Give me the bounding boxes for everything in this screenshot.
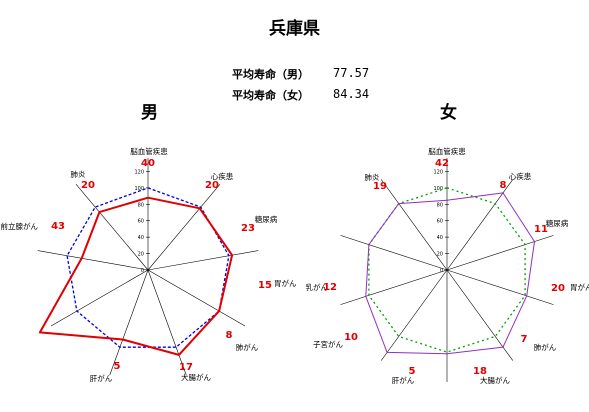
page-title: 兵庫県: [269, 19, 320, 39]
data-point: [218, 310, 220, 312]
rank-label: 20: [81, 180, 95, 191]
life-expectancy-female-value: 84.34: [333, 87, 370, 101]
radar-spoke: [446, 269, 554, 305]
radar-spoke: [340, 235, 448, 271]
radar-tick-label: 60: [138, 219, 144, 225]
radar-spoke: [109, 269, 149, 376]
life-expectancy-male-value: 77.57: [333, 66, 370, 80]
radar-spoke: [446, 269, 514, 361]
rank-label: 7: [521, 334, 528, 345]
data-point: [80, 257, 83, 260]
rank-label: 20: [551, 283, 565, 294]
radar-spoke: [380, 269, 448, 361]
female-heading: 女: [440, 103, 457, 123]
rank-label: 8: [500, 180, 507, 191]
male-heading: 男: [141, 103, 158, 123]
data-point: [368, 243, 370, 246]
data-point: [386, 351, 388, 354]
radar-tick-label: 0: [141, 268, 144, 274]
radar-spoke: [147, 184, 221, 271]
axis-label: 心疾患: [509, 171, 532, 181]
radar-tick-label: 0: [440, 268, 443, 274]
axis-label: 肝がん: [90, 373, 113, 383]
radar-spoke: [380, 179, 448, 271]
data-polygon: [365, 192, 535, 355]
axis-label: 乳がん: [306, 282, 329, 292]
axis-label: 糖尿病: [255, 214, 278, 224]
data-point: [525, 295, 528, 297]
radar-tick-label: 40: [138, 235, 144, 241]
data-point: [446, 352, 448, 355]
rank-label: 12: [323, 282, 337, 293]
axis-label: 肺がん: [236, 342, 259, 352]
radar-tick-label: 120: [134, 169, 144, 175]
data-point: [147, 196, 149, 199]
data-point: [502, 192, 504, 194]
radar-tick-label: 120: [433, 169, 443, 175]
axis-label: 大腸がん: [480, 375, 510, 385]
axis-label: 前立腺がん: [1, 221, 39, 231]
rank-label: 15: [258, 280, 272, 291]
axis-label: 心疾患: [211, 171, 234, 181]
radar-tick-label: 20: [138, 252, 144, 258]
radar-tick-label: 80: [138, 202, 144, 208]
radar-tick-label: 100: [134, 186, 144, 192]
data-polygon: [38, 196, 234, 356]
axis-label: 大腸がん: [181, 372, 211, 382]
life-expectancy-male-label: 平均寿命（男）: [232, 68, 309, 81]
data-point: [364, 295, 367, 298]
data-point: [39, 331, 41, 334]
radar-tick-label: 20: [437, 252, 443, 258]
data-point: [121, 338, 124, 341]
axis-label: 肺がん: [534, 342, 557, 352]
radar-spoke: [147, 250, 259, 271]
radar-spoke: [446, 235, 554, 271]
radar-spoke: [340, 269, 448, 305]
rank-label: 23: [241, 223, 255, 234]
data-point: [533, 240, 536, 243]
rank-label: 18: [473, 366, 487, 377]
radar-tick-label: 100: [433, 186, 443, 192]
axis-label: 子宮がん: [313, 339, 343, 349]
radar-spoke: [147, 269, 246, 327]
data-point: [98, 211, 101, 213]
radar-tick-label: 40: [437, 235, 443, 241]
rank-label: 5: [409, 366, 416, 377]
life-expectancy-female-label: 平均寿命（女）: [232, 89, 309, 102]
rank-label: 17: [179, 362, 193, 373]
data-point: [502, 346, 504, 348]
rank-label: 20: [205, 180, 219, 191]
rank-label: 10: [344, 332, 358, 343]
axis-label: 胃がん: [274, 278, 297, 288]
data-point: [198, 207, 201, 210]
axis-label: 脳血管疾患: [428, 146, 466, 156]
axis-label: 肝がん: [392, 375, 415, 385]
rank-label: 40: [141, 158, 155, 169]
radar-tick-label: 80: [437, 202, 443, 208]
radar-spoke: [50, 269, 149, 327]
axis-label: 胃がん: [570, 282, 589, 292]
rank-label: 5: [114, 361, 121, 372]
rank-label: 43: [51, 221, 65, 232]
rank-label: 42: [435, 158, 449, 169]
radar-spoke: [147, 269, 187, 376]
data-point: [397, 202, 400, 205]
axis-label: 肺炎: [365, 173, 380, 182]
axis-label: 糖尿病: [546, 218, 569, 228]
male-radar-chart: 020406080100120脳血管疾患40心疾患20糖尿病23胃がん15肺がん…: [1, 146, 297, 383]
data-point: [446, 199, 448, 201]
radar-spoke: [75, 184, 149, 271]
rank-label: 19: [373, 181, 387, 192]
data-point: [178, 354, 180, 356]
axis-label: 肺炎: [71, 170, 86, 179]
rank-label: 8: [226, 330, 233, 341]
radar-spoke: [37, 250, 149, 271]
axis-label: 脳血管疾患: [130, 146, 168, 156]
data-point: [231, 254, 233, 256]
radar-tick-label: 60: [437, 219, 443, 225]
radar-spoke: [446, 179, 514, 271]
rank-label: 11: [534, 224, 548, 235]
